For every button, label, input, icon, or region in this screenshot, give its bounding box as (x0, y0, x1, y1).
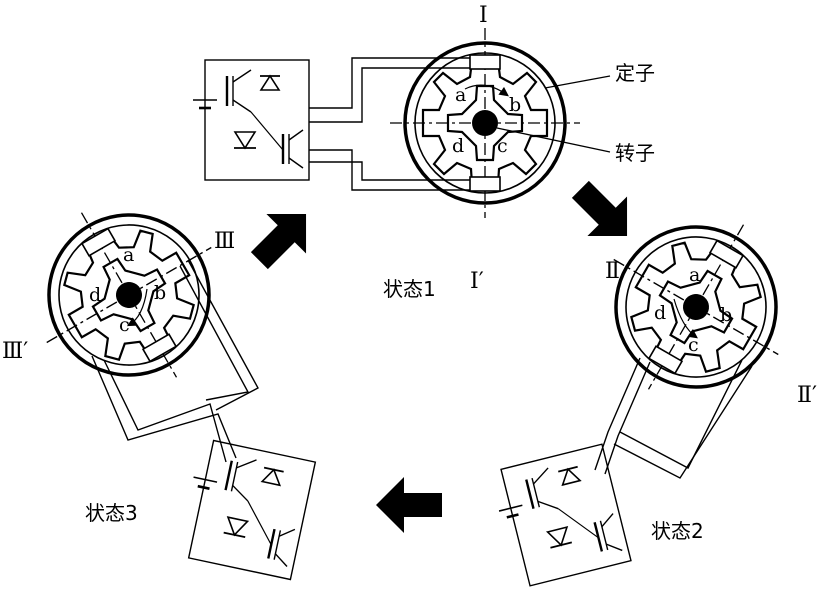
pole-b-label: b (509, 94, 521, 116)
state3-label: 状态3 (85, 501, 138, 525)
motor-state3: a b c d (0, 163, 261, 427)
axis-II-prime-label: Ⅱ′ (797, 383, 817, 408)
pole-d-label-2: d (654, 302, 666, 324)
pole-a-label-2: a (689, 264, 700, 286)
motor-state2: a b c d (564, 175, 821, 439)
motor-state1: a b c d (388, 26, 582, 220)
axis-II-label: Ⅱ (605, 259, 620, 284)
pole-b-label-2: b (720, 304, 732, 326)
pole-d-label-3: d (89, 284, 101, 306)
pole-a-label: a (455, 84, 466, 106)
rotor-label: 转子 (615, 141, 655, 165)
stator-label: 定子 (615, 61, 655, 85)
pole-c-label-2: c (688, 334, 699, 356)
pole-b-label-3: b (154, 282, 166, 304)
converter-state3 (175, 436, 317, 581)
state2-label: 状态2 (651, 519, 704, 543)
axis-I-label: I (479, 3, 488, 28)
pole-d-label: d (452, 135, 464, 157)
state1-label: 状态1 (383, 277, 436, 301)
transition-arrow-state1-to-state2 (571, 180, 628, 237)
axis-III-prime-label: Ⅲ′ (2, 339, 28, 364)
transition-arrow-state3-to-state1 (250, 213, 307, 270)
transition-arrow-state2-to-state3 (376, 477, 442, 533)
converter-state1 (191, 58, 311, 182)
pole-c-label: c (497, 135, 508, 157)
converter-state2 (488, 442, 633, 591)
pole-c-label-3: c (119, 314, 130, 336)
axis-III-label: Ⅲ (214, 229, 235, 254)
pole-a-label-3: a (123, 244, 134, 266)
axis-I-prime-label: I′ (470, 269, 484, 294)
